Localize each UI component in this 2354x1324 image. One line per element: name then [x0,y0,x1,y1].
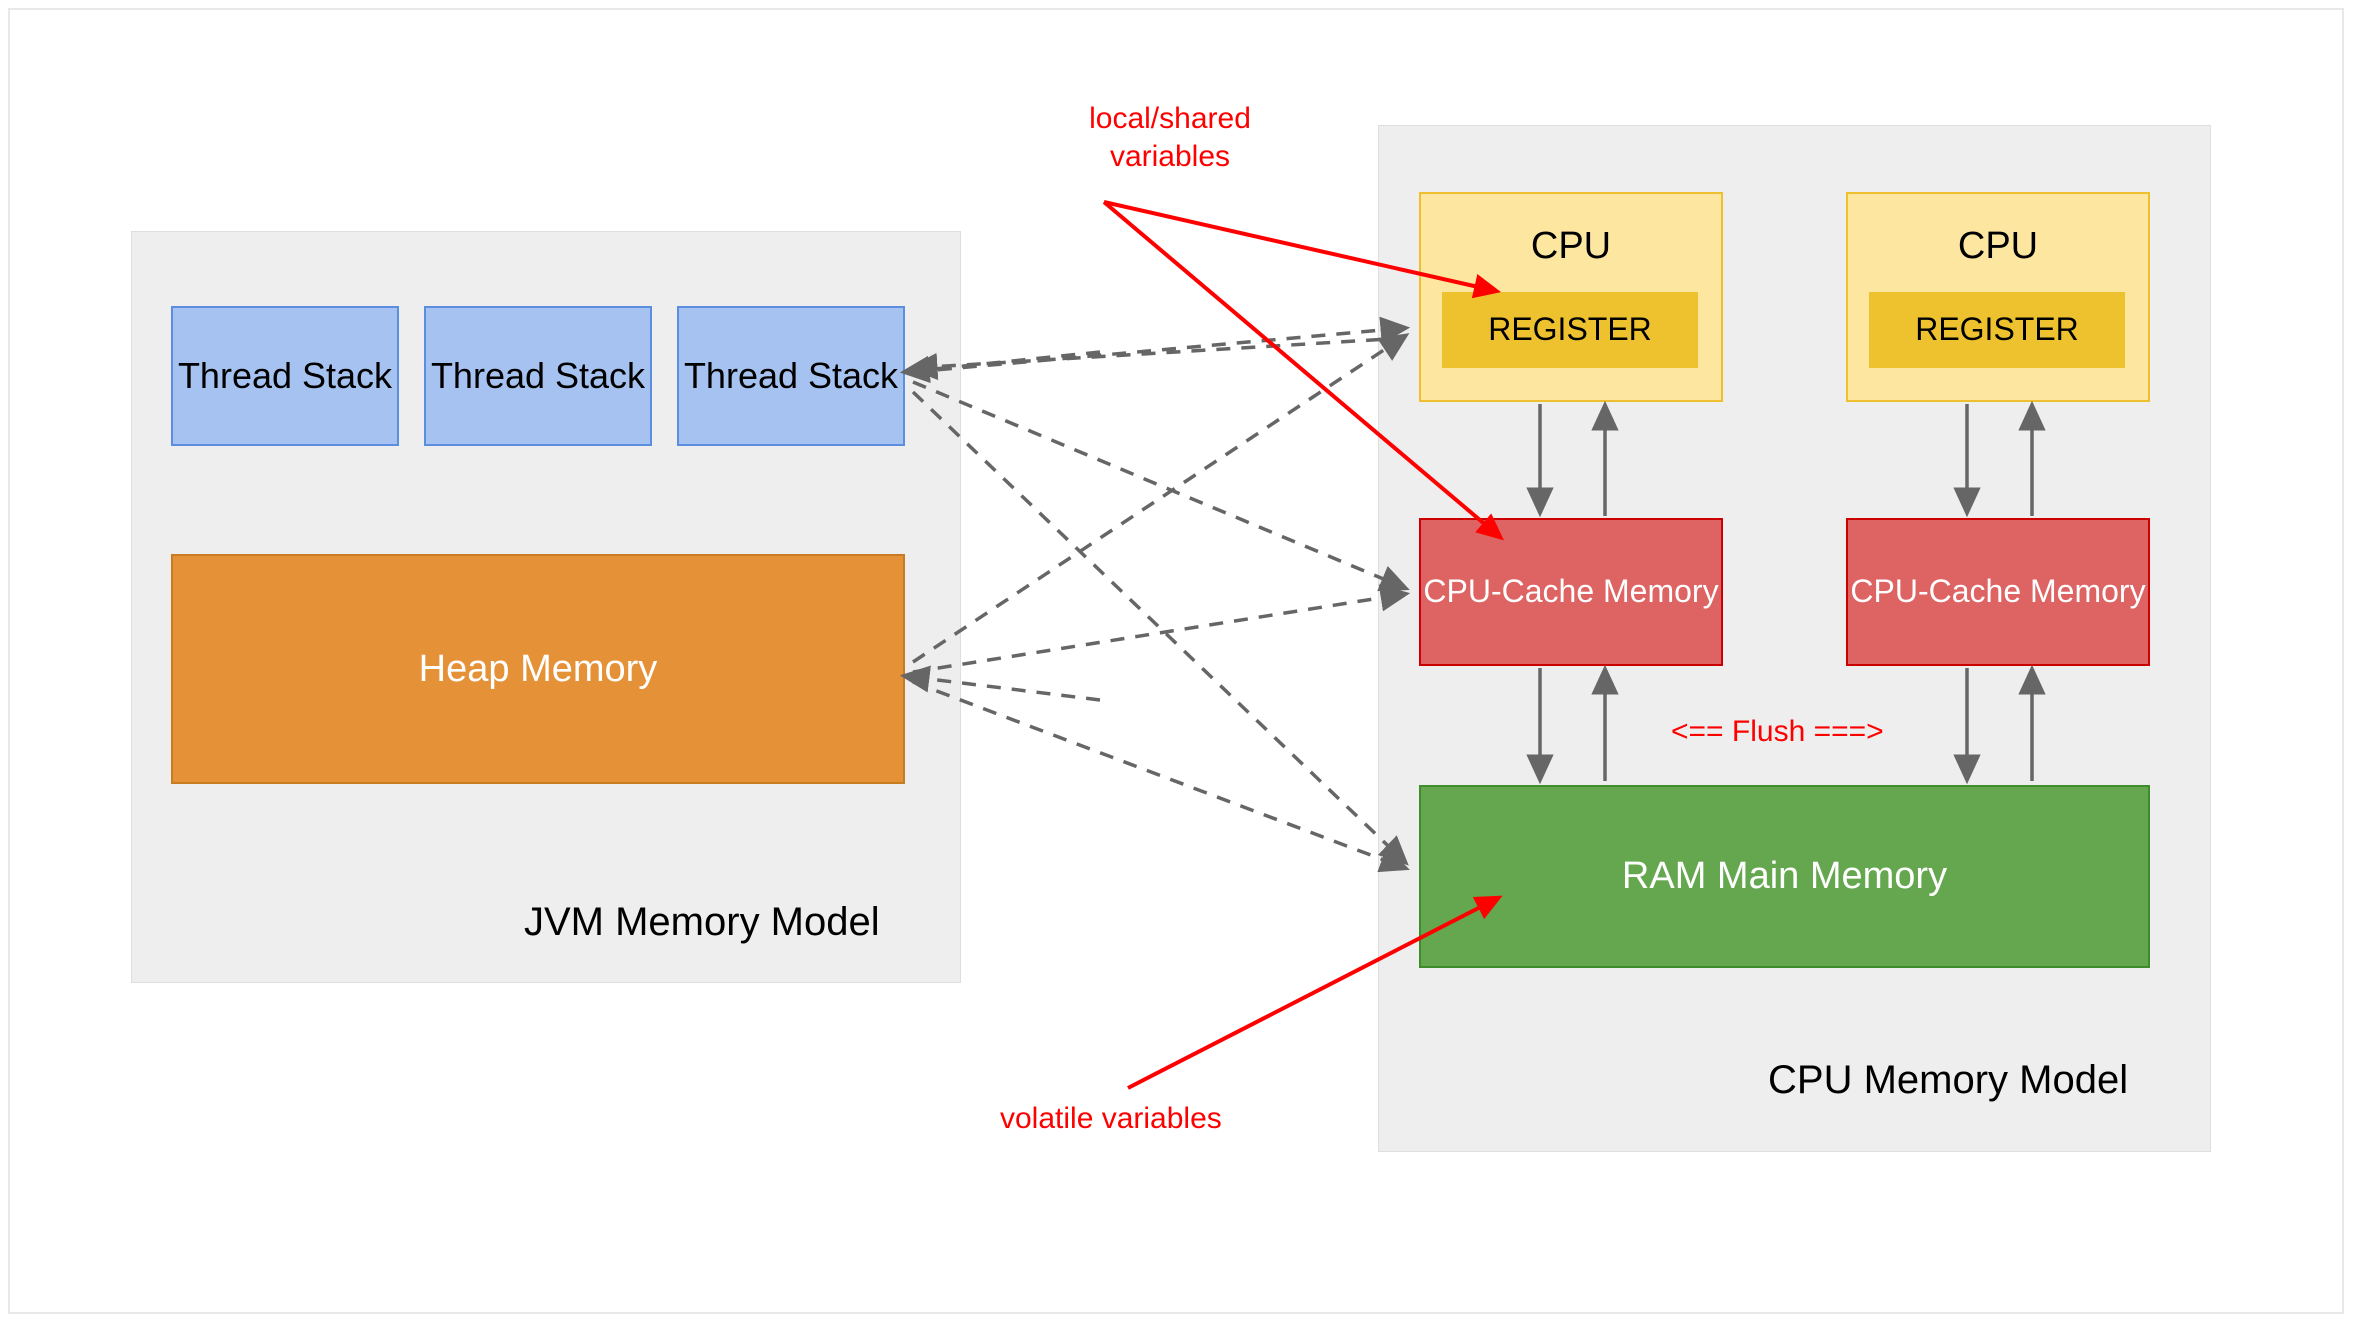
jvm-memory-model-label: JVM Memory Model [524,900,880,944]
thread-stack-2[interactable]: Thread Stack [424,306,652,446]
cpu-title-2: CPU [1957,225,2039,267]
cpu-cache-memory-2[interactable]: CPU-Cache Memory [1846,518,2150,666]
dashed-connector-group [907,316,1411,873]
register-box-1[interactable]: REGISTER [1442,292,1698,368]
volatile-variables-label: volatile variables [1000,1102,1222,1135]
thread-stack-3[interactable]: Thread Stack [677,306,905,446]
cpu-memory-model-label: CPU Memory Model [1768,1058,2129,1102]
local-shared-variables-label: local/shared variables [1089,102,1251,173]
cpu-title-1: CPU [1530,225,1612,267]
heap-memory-block[interactable]: Heap Memory [171,554,905,784]
thread-stack-1[interactable]: Thread Stack [171,306,399,446]
register-box-2[interactable]: REGISTER [1869,292,2125,368]
cpu-box-1[interactable]: CPU REGISTER [1419,192,1723,402]
cpu-box-2[interactable]: CPU REGISTER [1846,192,2150,402]
flush-label: <== Flush ===> [1671,715,1884,748]
cpu-cache-memory-1[interactable]: CPU-Cache Memory [1419,518,1723,666]
ram-main-memory[interactable]: RAM Main Memory [1419,785,2150,968]
